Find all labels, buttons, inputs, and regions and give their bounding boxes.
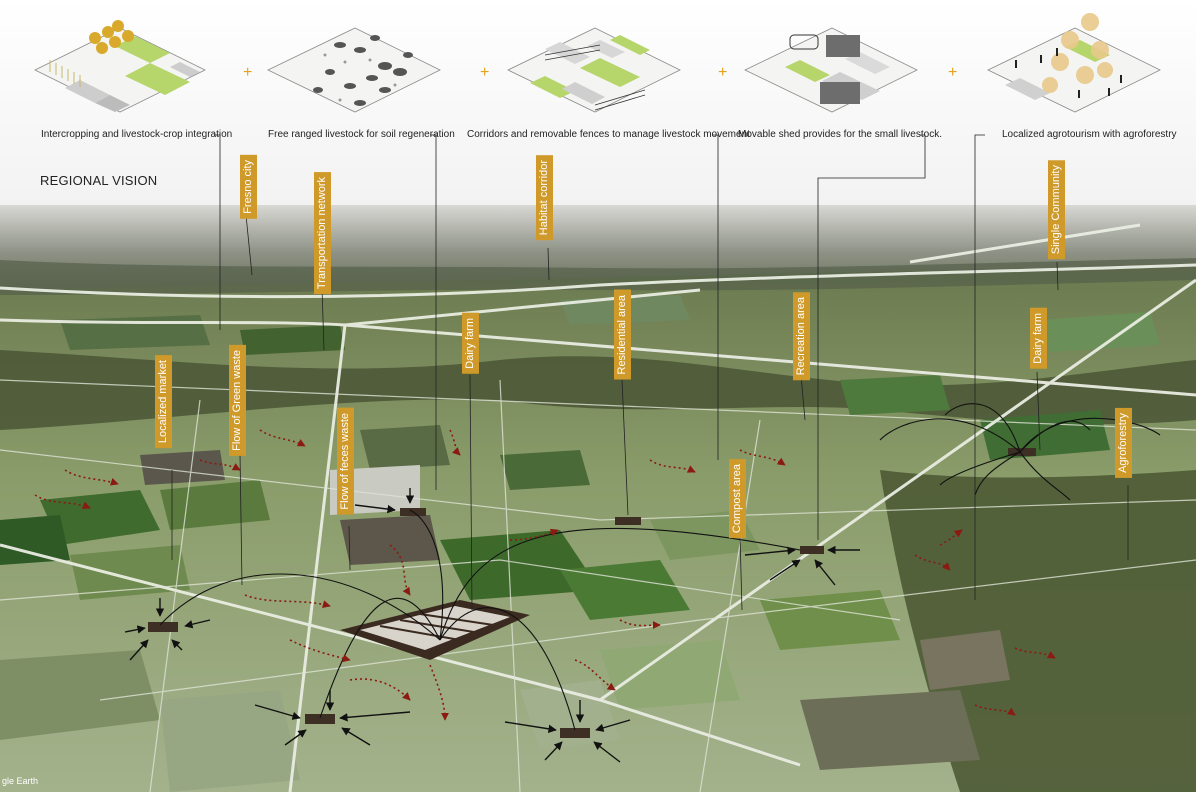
label-recreation-area: Recreation area [793,292,810,381]
label-fresno-city: Fresno city [240,155,257,219]
label-localized-market: Localized market [155,355,172,449]
label-single-community: Single Community [1048,160,1065,260]
label-transportation-network: Transportation network [314,172,331,295]
caption-corridors: Corridors and removable fences to manage… [467,129,750,140]
vignette-movable-shed [744,27,918,113]
label-flow-feces-waste: Flow of feces waste [337,408,354,515]
label-agroforestry: Agroforestry [1115,408,1132,478]
leader-lines [171,134,1129,611]
image-credit: gle Earth [2,776,39,786]
convergence-arrows [124,488,860,763]
plus-sign-4: + [948,64,958,81]
exchange-arcs [159,403,1161,731]
label-dairy-farm-1: Dairy farm [462,313,479,374]
vignette-corridors [507,27,681,113]
label-dairy-farm-2: Dairy farm [1030,308,1047,369]
label-flow-green-waste: Flow of Green waste [229,345,246,456]
label-compost-area: Compost area [729,459,746,539]
caption-agrotourism: Localized agrotourism with agroforestry [1002,129,1177,140]
caption-intercropping: Intercropping and livestock-crop integra… [41,129,233,140]
waste-flow-arrows [34,429,1056,721]
plus-sign-2: + [480,64,490,81]
caption-free-range: Free ranged livestock for soil regenerat… [268,129,455,140]
vignette-intercropping [34,20,206,113]
page-title: REGIONAL VISION [40,173,158,188]
label-residential-area: Residential area [614,290,631,380]
vignette-free-range [267,27,441,113]
label-habitat-corridor: Habitat corridor [536,155,553,241]
plus-sign-1: + [243,64,253,81]
vignette-agrotourism [987,13,1161,113]
plus-sign-3: + [718,64,728,81]
caption-movable-shed: Movable shed provides for the small live… [738,129,942,140]
